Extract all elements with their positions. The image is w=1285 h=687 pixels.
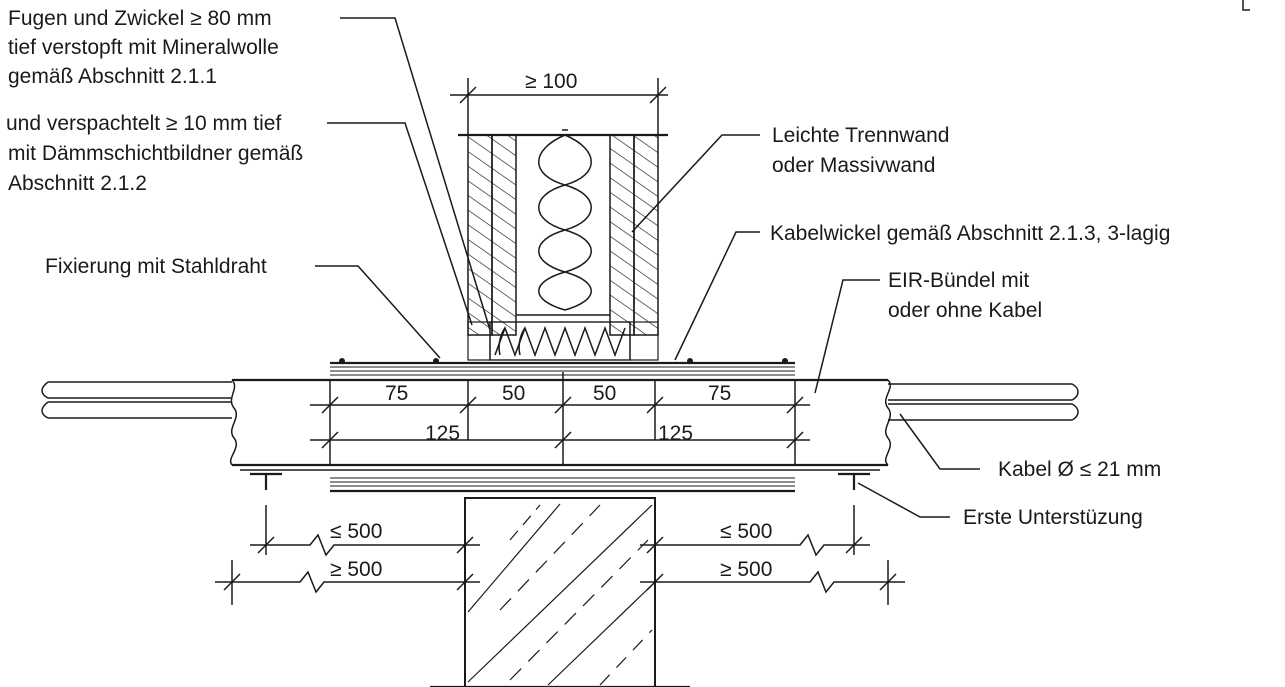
wall-insulation-core (538, 134, 592, 311)
label-wall-line2: oder Massivwand (772, 154, 935, 177)
solid-wall-lower (430, 497, 690, 687)
wall-board-left-outer (467, 134, 493, 336)
label-filler-line2: mit Dämmschichtbildner gemäß (8, 142, 303, 165)
wrap-segment-dimensions: 75 50 50 75 125 125 (310, 372, 810, 465)
dim-support-right-upper: ≤ 500 (720, 520, 772, 543)
dim-wall-width: ≥ 100 (525, 70, 577, 93)
wall-width-dimension: ≥ 100 (450, 70, 668, 135)
cables-left (41, 381, 232, 419)
dim-125-right: 125 (658, 422, 693, 445)
label-bundle-line2: oder ohne Kabel (888, 299, 1042, 322)
partition-wall (458, 129, 668, 361)
dim-50-right: 50 (593, 382, 616, 405)
label-joints-line3: gemäß Abschnitt 2.1.1 (8, 65, 217, 88)
cables-right (888, 383, 1079, 421)
dim-75-left: 75 (385, 382, 408, 405)
dim-50-left: 50 (502, 382, 525, 405)
dim-support-left-upper: ≤ 500 (330, 520, 382, 543)
annotation-labels: Fugen und Zwickel ≥ 80 mm tief verstopft… (6, 7, 1170, 529)
dim-support-left-lower: ≥ 500 (330, 558, 382, 581)
label-first-support: Erste Unterstüzung (963, 506, 1143, 529)
label-bundle-line1: EIR-Bündel mit (888, 269, 1029, 292)
wall-board-left-inner (491, 134, 517, 336)
dim-support-right-lower: ≥ 500 (720, 558, 772, 581)
label-joints-line2: tief verstopft mit Mineralwolle (8, 36, 279, 59)
label-wire-fixing: Fixierung mit Stahldraht (45, 255, 267, 278)
label-wall-line1: Leichte Trennwand (772, 124, 949, 147)
label-filler-line3: Abschnitt 2.1.2 (8, 172, 147, 195)
wall-board-right-outer (633, 134, 659, 336)
label-cable: Kabel Ø ≤ 21 mm (998, 458, 1161, 481)
corner-mark (1242, 0, 1250, 11)
cable-bundle (229, 358, 891, 493)
label-cable-wrap: Kabelwickel gemäß Abschnitt 2.1.3, 3-lag… (770, 222, 1170, 245)
dim-75-right: 75 (708, 382, 731, 405)
leader-lines (315, 17, 980, 518)
label-filler-line1: und verspachtelt ≥ 10 mm tief (6, 112, 281, 135)
label-joints-line1: Fugen und Zwickel ≥ 80 mm (8, 7, 272, 30)
dim-125-left: 125 (425, 422, 460, 445)
supports (250, 472, 870, 490)
support-spacing-dimensions: ≤ 500 ≥ 500 ≤ 500 ≥ 500 (215, 505, 905, 605)
wall-board-right-inner (609, 134, 635, 336)
